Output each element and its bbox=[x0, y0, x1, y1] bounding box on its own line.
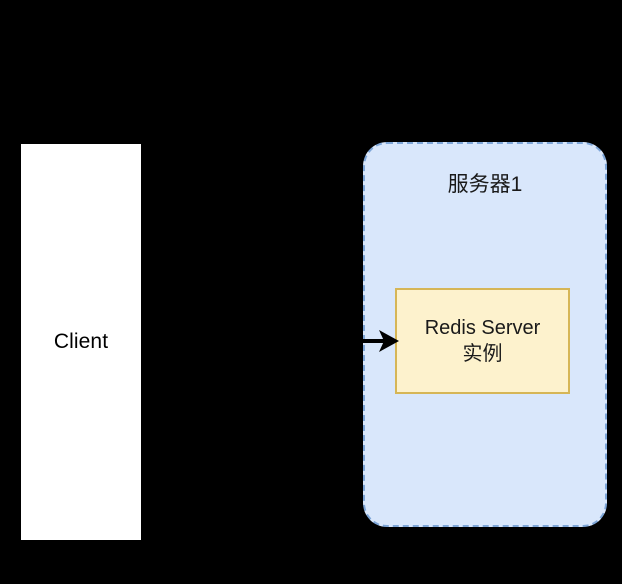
client-node-label: Client bbox=[53, 330, 109, 354]
redis-instance-label-line2: 实例 bbox=[462, 343, 503, 365]
redis-server-instance-node[interactable]: Redis Server 实例 bbox=[395, 288, 570, 394]
client-to-redis-arrow-icon bbox=[357, 330, 399, 352]
client-node[interactable]: Client bbox=[21, 144, 141, 540]
server-node-label: 服务器1 bbox=[447, 173, 523, 196]
redis-instance-label-line1: Redis Server bbox=[424, 316, 541, 339]
